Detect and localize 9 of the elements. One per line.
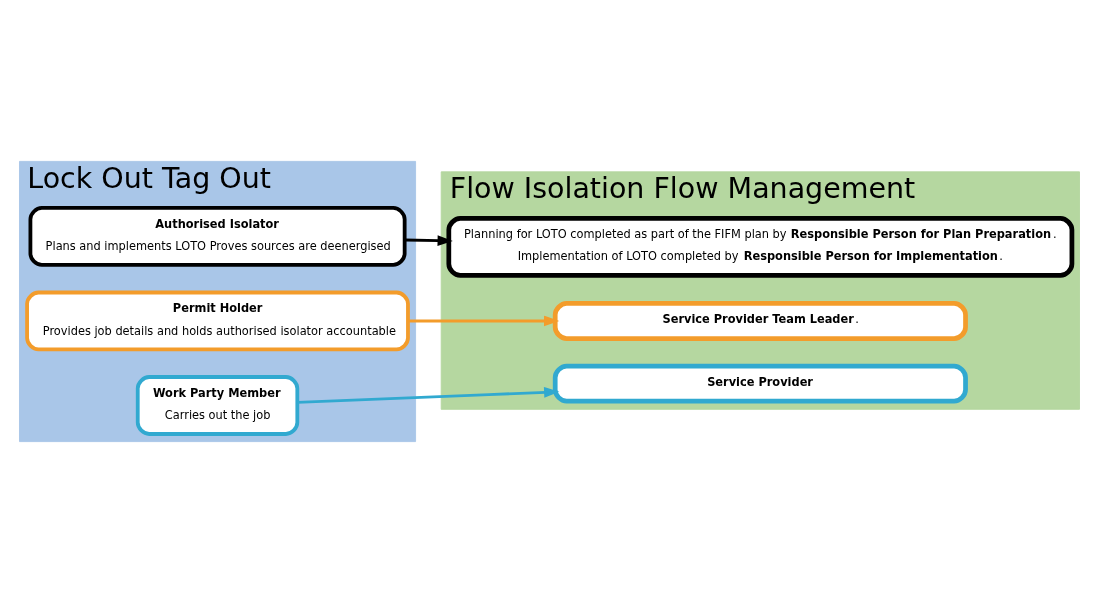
node-box: Authorised Isolator Plans and implements LOTO Proves sources are deenergised (28, 206, 407, 267)
node-box: Service Provider (552, 363, 968, 404)
node-box: Permit Holder Provides job details and holds authorised isolator accountable (25, 290, 410, 352)
arrow (297, 387, 560, 404)
arrow (408, 315, 560, 327)
arrow (405, 235, 453, 246)
node-box: Service Provider Team Leader. (552, 301, 968, 341)
node-box: Work Party Member Carries out the job (135, 375, 300, 436)
node-box: Planning for LOTO completed as part of the FIFM plan by Responsible Person for Plan Preparation. Implementation of LOTO completed by Responsible Person for Implementation. (446, 216, 1075, 278)
